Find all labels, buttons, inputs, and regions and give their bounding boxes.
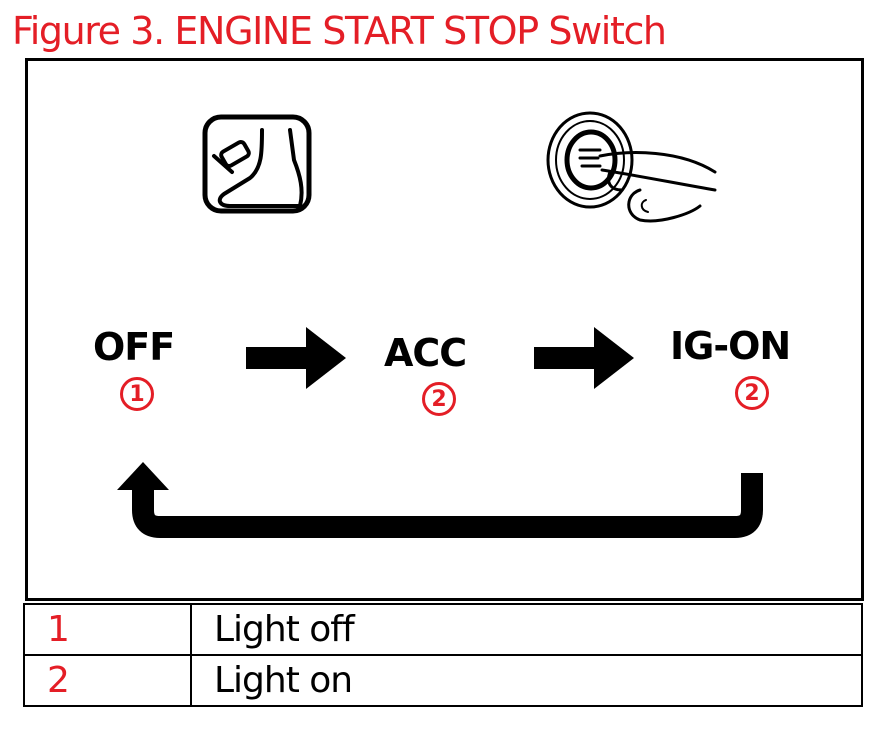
return-arrow-icon	[117, 462, 763, 538]
arrow-right-icon	[246, 327, 346, 389]
table-row: 2 Light on	[23, 654, 863, 707]
state-label-acc: ACC	[384, 331, 467, 375]
table-row: 1 Light off	[23, 603, 863, 656]
legend-description: Light on	[190, 654, 863, 707]
brake-pedal-icon	[202, 114, 312, 214]
legend-number: 2	[23, 654, 192, 707]
state-label-ig-on: IG-ON	[670, 324, 791, 368]
figure-title: Figure 3. ENGINE START STOP Switch	[12, 9, 667, 53]
legend-description: Light off	[190, 603, 863, 656]
state-badge-off: 1	[120, 377, 154, 411]
legend-table: 1 Light off 2 Light on	[23, 603, 863, 707]
arrow-right-icon	[534, 327, 634, 389]
state-label-off: OFF	[93, 325, 175, 369]
start-button-press-icon	[546, 111, 717, 223]
state-badge-acc: 2	[422, 382, 456, 416]
legend-number: 1	[23, 603, 192, 656]
state-badge-ig-on: 2	[735, 376, 769, 410]
diagram-frame	[25, 58, 864, 601]
